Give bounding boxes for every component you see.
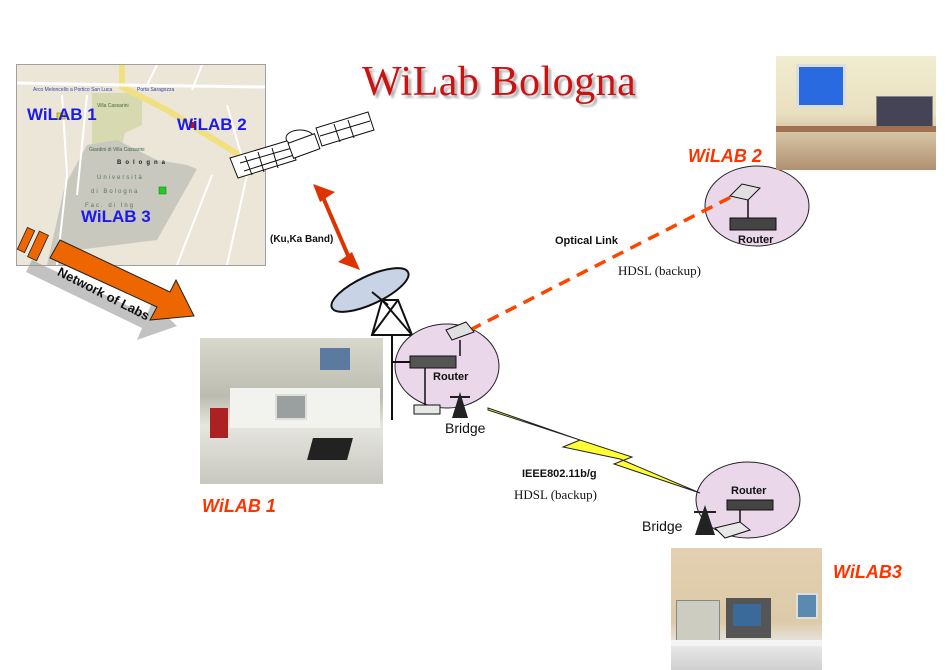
wilab3-bridge-label: Bridge xyxy=(642,518,683,534)
map-label-wilab1: WiLAB 1 xyxy=(27,105,97,124)
network-of-labs-banner xyxy=(16,226,195,340)
wilab2-devices xyxy=(729,183,777,231)
optical-link-line xyxy=(469,193,736,332)
router-icon xyxy=(729,217,777,231)
map-university-label: Fac. di Ing xyxy=(85,203,136,209)
bridge-antenna-icon xyxy=(695,505,715,535)
map-street-label: Giardini di Villa Cassarini xyxy=(89,147,145,153)
optical-backup-label: HDSL (backup) xyxy=(618,263,701,278)
wilab1-devices xyxy=(392,321,475,418)
wilab3-photo xyxy=(671,548,822,670)
university-area xyxy=(47,140,197,265)
wilab2-router-label: Router xyxy=(738,234,774,246)
optical-modem-icon xyxy=(445,321,475,341)
map-university-label: di Bologna xyxy=(91,189,140,195)
wilab1-router-label: Router xyxy=(433,371,469,383)
wilab2-marker xyxy=(190,122,196,128)
wilab2-label: WiLAB 2 xyxy=(688,146,762,166)
wilab3-label: WiLAB3 xyxy=(833,562,902,582)
wilab1-bridge-label: Bridge xyxy=(445,420,486,436)
road xyxy=(17,81,265,89)
wireless-link-bolt xyxy=(487,407,701,494)
router-icon xyxy=(409,355,457,369)
road xyxy=(56,94,69,265)
page-title: WiLab Bologna xyxy=(362,59,637,105)
modem-icon xyxy=(714,521,752,539)
wilab2-photo xyxy=(776,56,936,170)
wilab3-marker xyxy=(158,186,167,195)
router-icon xyxy=(726,499,774,511)
map-label-wilab3: WiLAB 3 xyxy=(81,207,151,226)
satellite-icon xyxy=(229,111,375,179)
map-label-wilab2: WiLAB 2 xyxy=(177,115,247,134)
map-street-label: Villa Cassarini xyxy=(97,103,129,109)
wilab3-router-label: Router xyxy=(731,485,767,497)
modem-icon xyxy=(413,404,441,415)
road xyxy=(76,94,88,196)
wireless-backup-label: HDSL (backup) xyxy=(514,487,597,502)
satellite-link-arrow xyxy=(313,184,360,270)
optical-link-label: Optical Link xyxy=(555,235,618,247)
wilab1-marker xyxy=(56,112,66,120)
road xyxy=(146,65,203,91)
bridge-antenna-icon xyxy=(452,392,468,418)
map-city-label: Bologna xyxy=(117,160,169,166)
satellite-band-label: (Ku,Ka Band) xyxy=(270,234,334,245)
map-street-label: Arco Meloncello a Portico San Luca xyxy=(33,87,113,93)
map-street-label: Porta Saragozza xyxy=(137,87,175,93)
wilab3-devices xyxy=(694,499,774,539)
wireless-link-label: IEEE802.11b/g xyxy=(522,468,597,480)
wilab1-label: WiLAB 1 xyxy=(202,496,276,516)
map-university-label: Università xyxy=(97,175,144,181)
road xyxy=(176,174,213,265)
wilab1-photo xyxy=(200,338,383,484)
